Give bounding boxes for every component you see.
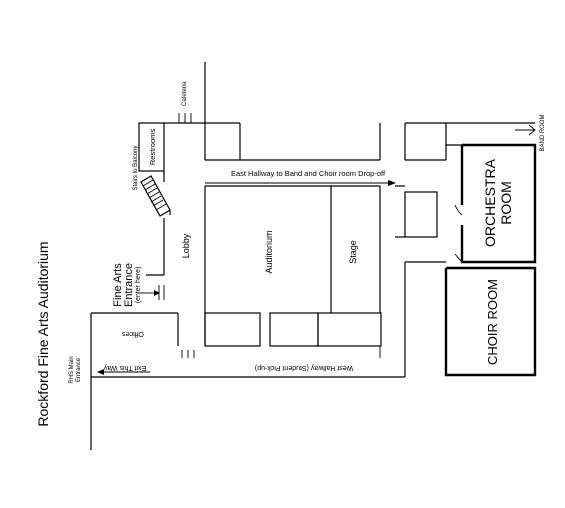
label-west-hallway: West Hallway (Student Pick-up) [255, 364, 353, 371]
orchestra-room [454, 143, 537, 264]
label-rhs-line1: RHS Main [69, 356, 75, 383]
label-stairs: Stairs to Balcony [133, 145, 139, 190]
label-orchestra-line1: ORCHESTRA [482, 158, 498, 247]
label-fine-arts-line3: (enter here) [135, 267, 142, 304]
label-auditorium: Auditorium [264, 230, 274, 273]
label-band-room: BAND ROOM [540, 114, 546, 151]
label-choir-room: CHOIR ROOM [485, 279, 500, 365]
label-fine-arts-line2: Entrance [123, 263, 135, 307]
label-lobby: Lobby [181, 233, 191, 258]
label-stage: Stage [348, 240, 358, 264]
label-rhs-line2: Entrance [76, 357, 82, 382]
label-east-hallway: East Hallway to Band and Choir room Drop… [231, 169, 386, 178]
stairs-icon [140, 175, 171, 217]
entrance-arrow-icon [140, 290, 160, 296]
label-offices: Offices [122, 330, 144, 337]
map-title: Rockford Fine Arts Auditorium [35, 241, 51, 426]
label-cafeteria: Cafeteria [182, 81, 188, 106]
band-room-arrow-icon [515, 124, 536, 136]
label-orchestra-line2: ROOM [498, 181, 514, 225]
label-fine-arts-line1: Fine Arts [112, 263, 124, 307]
building-walls [90, 62, 535, 450]
exit-arrow-icon [97, 369, 150, 375]
east-hallway-arrow-icon [205, 180, 396, 186]
label-exit-this-way: Exit This Way [103, 364, 146, 371]
choir-room [444, 266, 537, 377]
label-restrooms: Restrooms [148, 129, 157, 166]
